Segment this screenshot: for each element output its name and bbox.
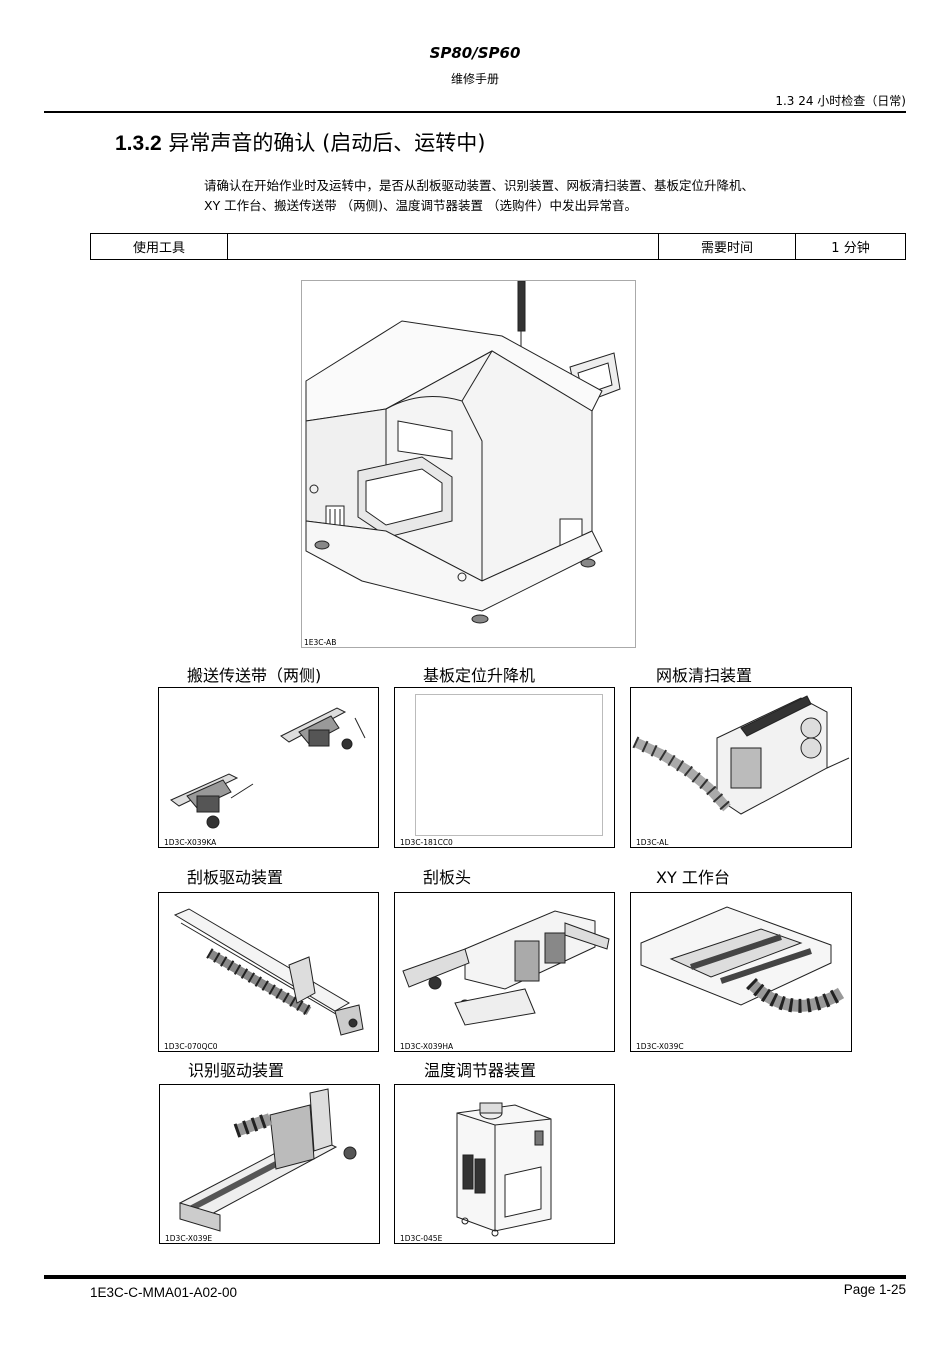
stencil-cleaner-drawing-icon xyxy=(632,695,850,815)
machine-figure: 1E3C-AB xyxy=(301,280,636,648)
conveyor-drawing-icon xyxy=(170,707,366,829)
figure-code: 1D3C-AL xyxy=(636,838,669,847)
squeegee-drive-drawing-icon xyxy=(173,908,364,1036)
caption-xy-table: XY 工作台 xyxy=(656,868,730,887)
xy-table-drawing-icon xyxy=(640,906,845,1013)
manual-model: SP80/SP60 xyxy=(429,44,521,62)
figure-code: 1D3C-X039KA xyxy=(164,838,217,847)
caption-squeegee-head: 刮板头 xyxy=(423,868,472,887)
caption-temperature-controller: 温度调节器装置 xyxy=(424,1061,537,1080)
section-title: 1.3.2 异常声音的确认 (启动后、运转中) xyxy=(115,127,485,157)
figure-code: 1E3C-AB xyxy=(304,638,337,647)
tools-value xyxy=(227,233,659,260)
figure-squeegee-head: 1D3C-X039HA xyxy=(394,892,615,1052)
figure-conveyor: 1D3C-X039KA xyxy=(158,687,379,848)
tools-label: 使用工具 xyxy=(90,233,228,260)
document-code: 1E3C-C-MMA01-A02-00 xyxy=(90,1285,238,1300)
blank-frame-icon xyxy=(415,694,603,836)
caption-conveyor: 搬送传送带（两侧) xyxy=(187,666,322,685)
page-number: Page 1-25 xyxy=(843,1282,906,1297)
footer-rule xyxy=(44,1275,906,1279)
machine-drawing-icon xyxy=(305,281,621,624)
caption-stencil-cleaner: 网板清扫装置 xyxy=(656,666,753,685)
intro-paragraph: 请确认在开始作业时及运转中，是否从刮板驱动装置、识别装置、网板清扫装置、基板定位… xyxy=(204,176,904,216)
temperature-controller-drawing-icon xyxy=(456,1102,552,1237)
figure-code: 1D3C-X039HA xyxy=(400,1042,454,1051)
figure-pcb-lifter: 1D3C-181CC0 xyxy=(394,687,615,848)
figure-xy-table: 1D3C-X039C xyxy=(630,892,852,1052)
figure-stencil-cleaner: 1D3C-AL xyxy=(630,687,852,848)
header-rule xyxy=(44,111,906,113)
manual-subtitle: 维修手册 xyxy=(450,72,499,86)
caption-squeegee-drive: 刮板驱动装置 xyxy=(187,868,284,887)
time-label: 需要时间 xyxy=(658,233,796,260)
figure-code: 1D3C-181CC0 xyxy=(400,838,453,847)
figure-code: 1D3C-045E xyxy=(400,1234,443,1243)
figure-code: 1D3C-X039E xyxy=(165,1234,213,1243)
section-number: 1.3.2 xyxy=(115,132,162,155)
figure-squeegee-drive: 1D3C-070QC0 xyxy=(158,892,379,1052)
squeegee-head-drawing-icon xyxy=(402,910,610,1026)
figure-temperature-controller: 1D3C-045E xyxy=(394,1084,615,1244)
tools-table: 使用工具 需要时间 1 分钟 xyxy=(90,233,906,260)
figure-code: 1D3C-070QC0 xyxy=(164,1042,218,1051)
intro-line-2: XY 工作台、搬送传送带 （两侧)、温度调节器装置 （选购件）中发出异常音。 xyxy=(204,198,637,213)
figure-code: 1D3C-X039C xyxy=(636,1042,684,1051)
time-value: 1 分钟 xyxy=(795,233,906,260)
section-title-text: 异常声音的确认 (启动后、运转中) xyxy=(168,131,486,155)
caption-pcb-lifter: 基板定位升降机 xyxy=(423,666,536,685)
section-header: 1.3 24 小时检查（日常) xyxy=(775,94,906,108)
recognition-drive-drawing-icon xyxy=(178,1088,357,1232)
caption-recognition-drive: 识别驱动装置 xyxy=(188,1061,285,1080)
intro-line-1: 请确认在开始作业时及运转中，是否从刮板驱动装置、识别装置、网板清扫装置、基板定位… xyxy=(204,178,755,193)
figure-recognition-drive: 1D3C-X039E xyxy=(159,1084,380,1244)
